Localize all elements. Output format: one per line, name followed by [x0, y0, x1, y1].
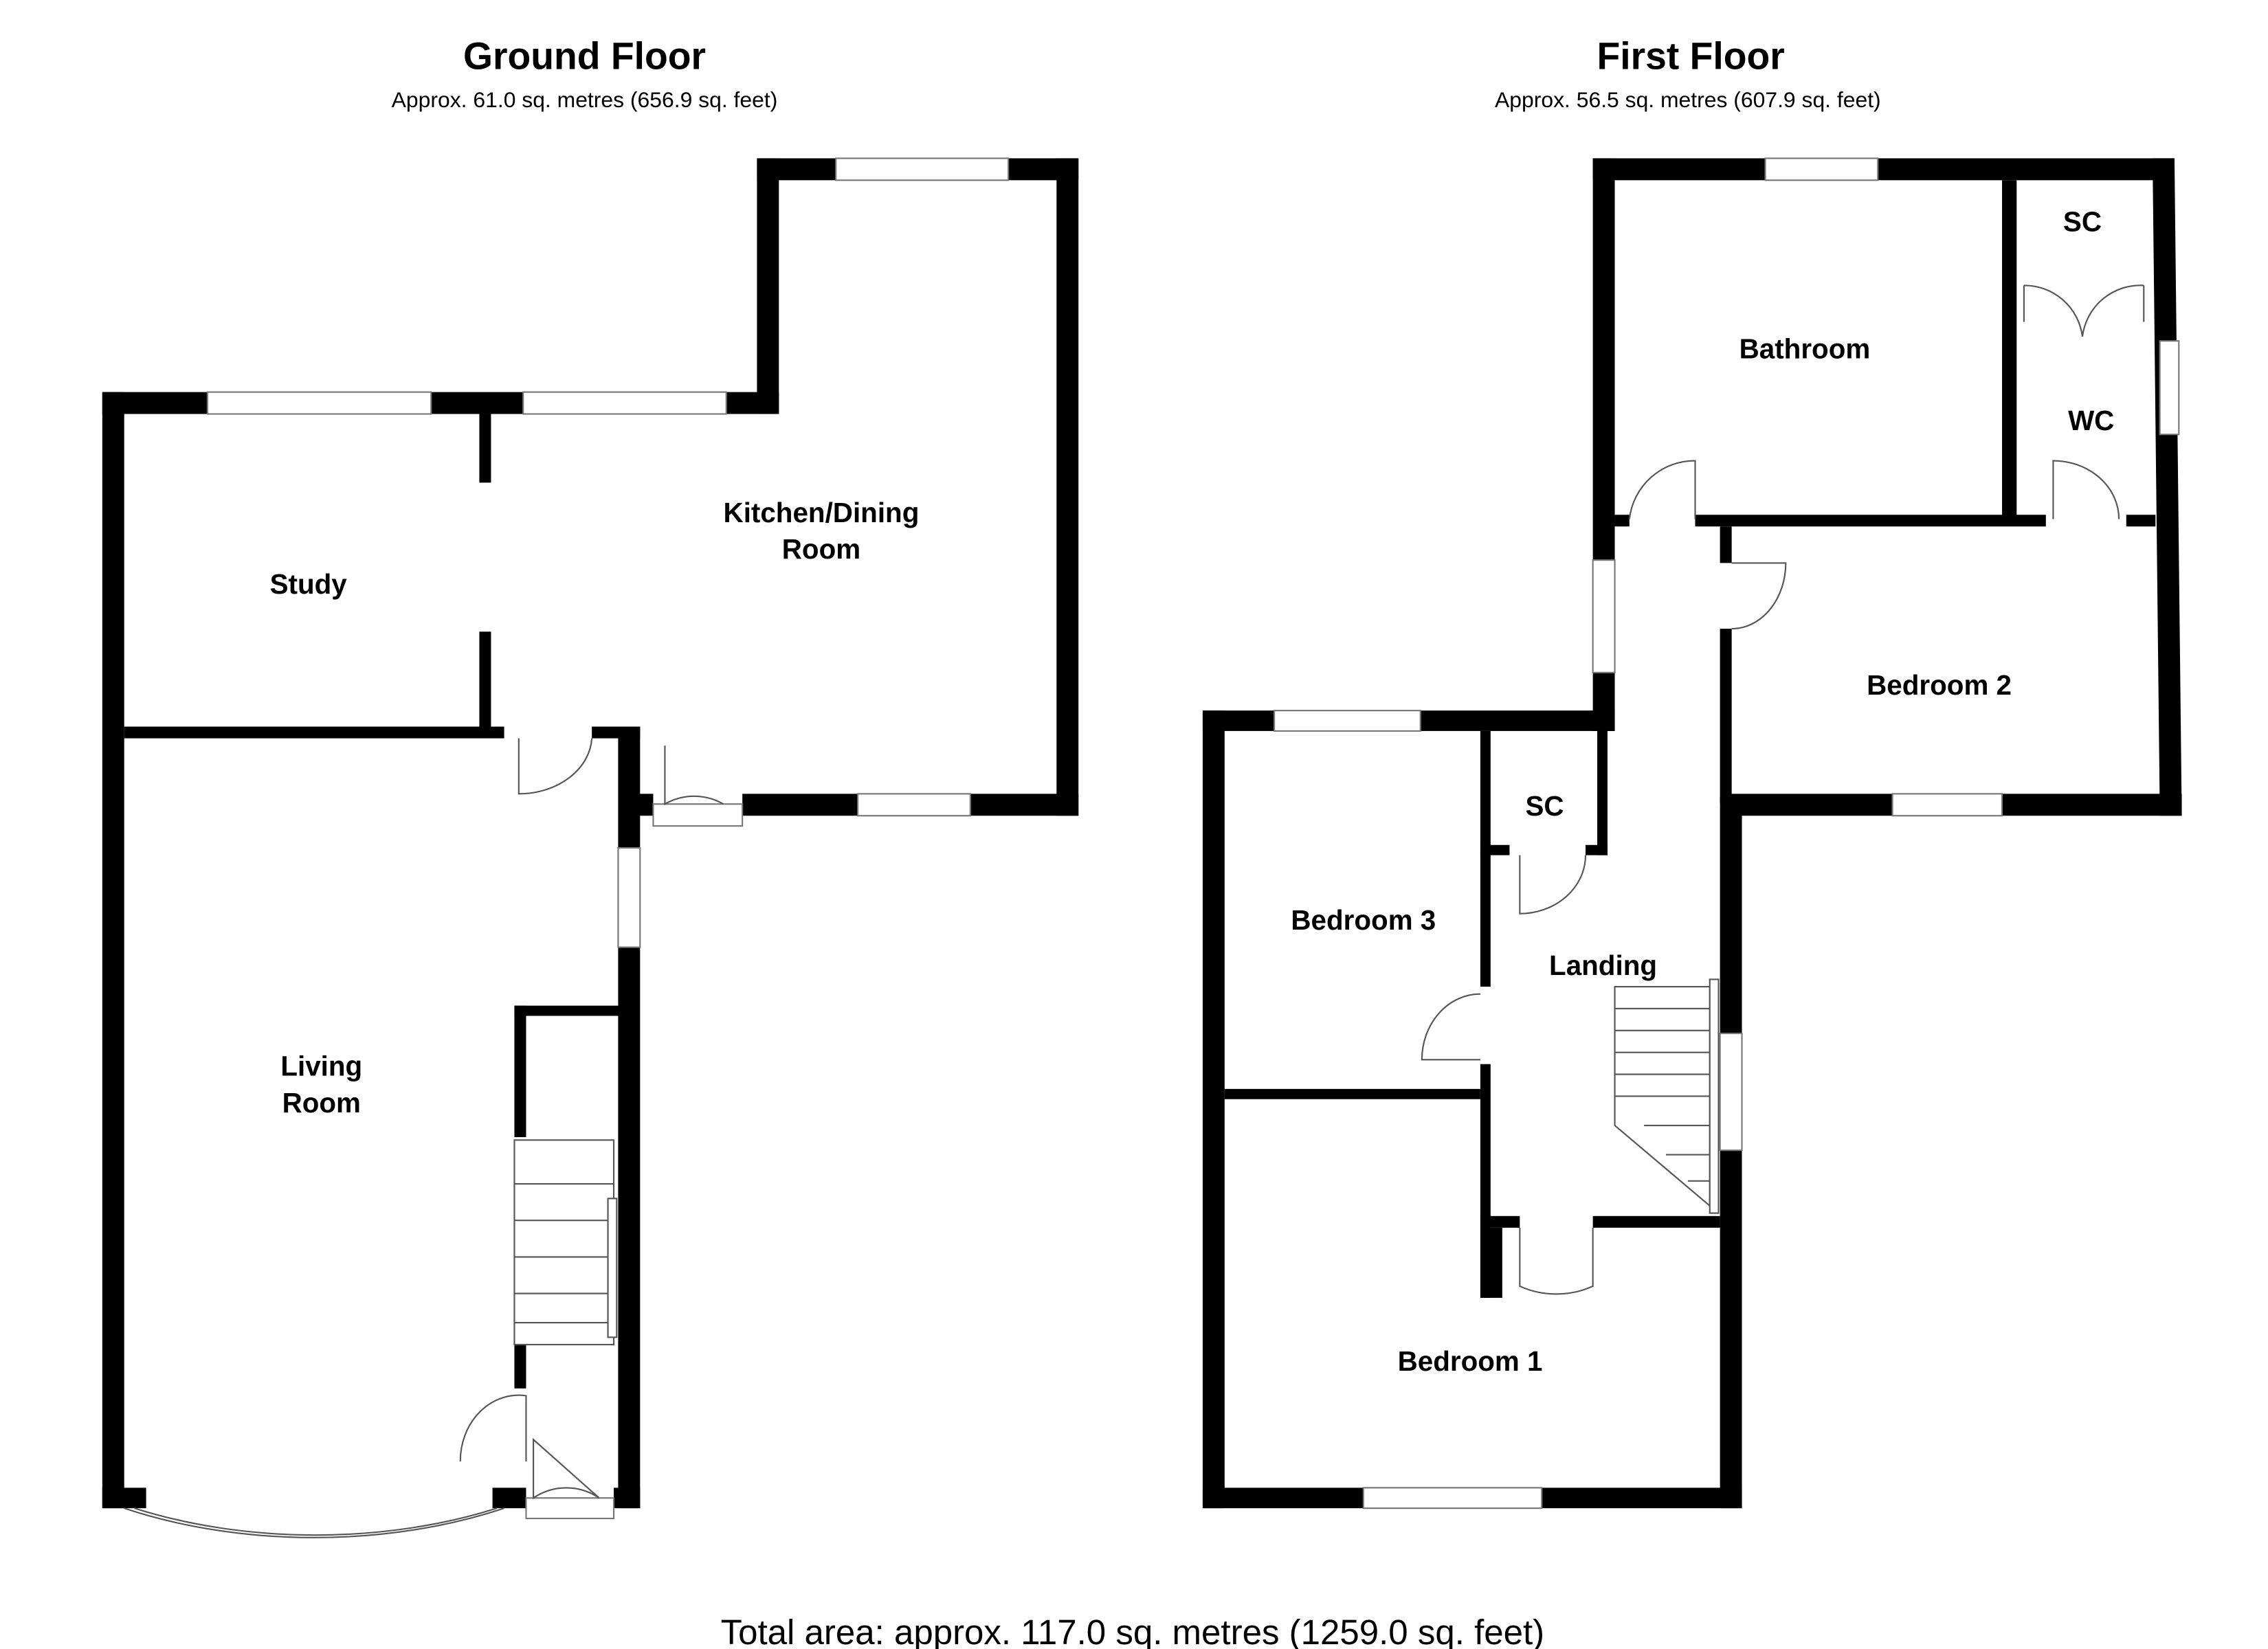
room-label-kitchen-line2: Room: [782, 533, 860, 565]
ground-floor-stairs: [513, 1139, 618, 1346]
ground-floor-area: Approx. 61.0 sq. metres (656.9 sq. feet): [392, 87, 778, 112]
room-label-wc: WC: [2068, 405, 2114, 436]
room-label-living-line2: Room: [282, 1087, 361, 1119]
ground-floor-title: Ground Floor: [463, 35, 706, 78]
first-floor-area: Approx. 56.5 sq. metres (607.9 sq. feet): [1495, 87, 1881, 112]
total-area: Total area: approx. 117.0 sq. metres (12…: [721, 1613, 1545, 1649]
first-floor-title: First Floor: [1597, 35, 1784, 78]
bay-window: [124, 1507, 504, 1538]
room-label-living-line1: Living: [280, 1051, 362, 1082]
room-label-bedroom2: Bedroom 2: [1867, 669, 2012, 701]
room-label-landing: Landing: [1549, 950, 1657, 981]
room-label-bedroom3: Bedroom 3: [1291, 904, 1436, 936]
ground-floor-doors: [459, 738, 724, 1500]
room-label-sc-upper: SC: [2063, 206, 2102, 238]
room-label-kitchen-line1: Kitchen/Dining: [724, 497, 920, 528]
first-floor-doors: [1421, 284, 2145, 1295]
room-label-bedroom1: Bedroom 1: [1398, 1345, 1543, 1377]
ground-floor-windows: [124, 157, 1010, 1538]
first-floor-windows: [1274, 157, 2180, 1510]
room-label-study: Study: [270, 568, 348, 600]
first-floor-walls: [1202, 158, 2182, 1509]
room-label-sc-landing: SC: [1525, 790, 1564, 822]
first-floor-stairs: [1614, 978, 1720, 1214]
room-label-bathroom: Bathroom: [1739, 333, 1871, 365]
